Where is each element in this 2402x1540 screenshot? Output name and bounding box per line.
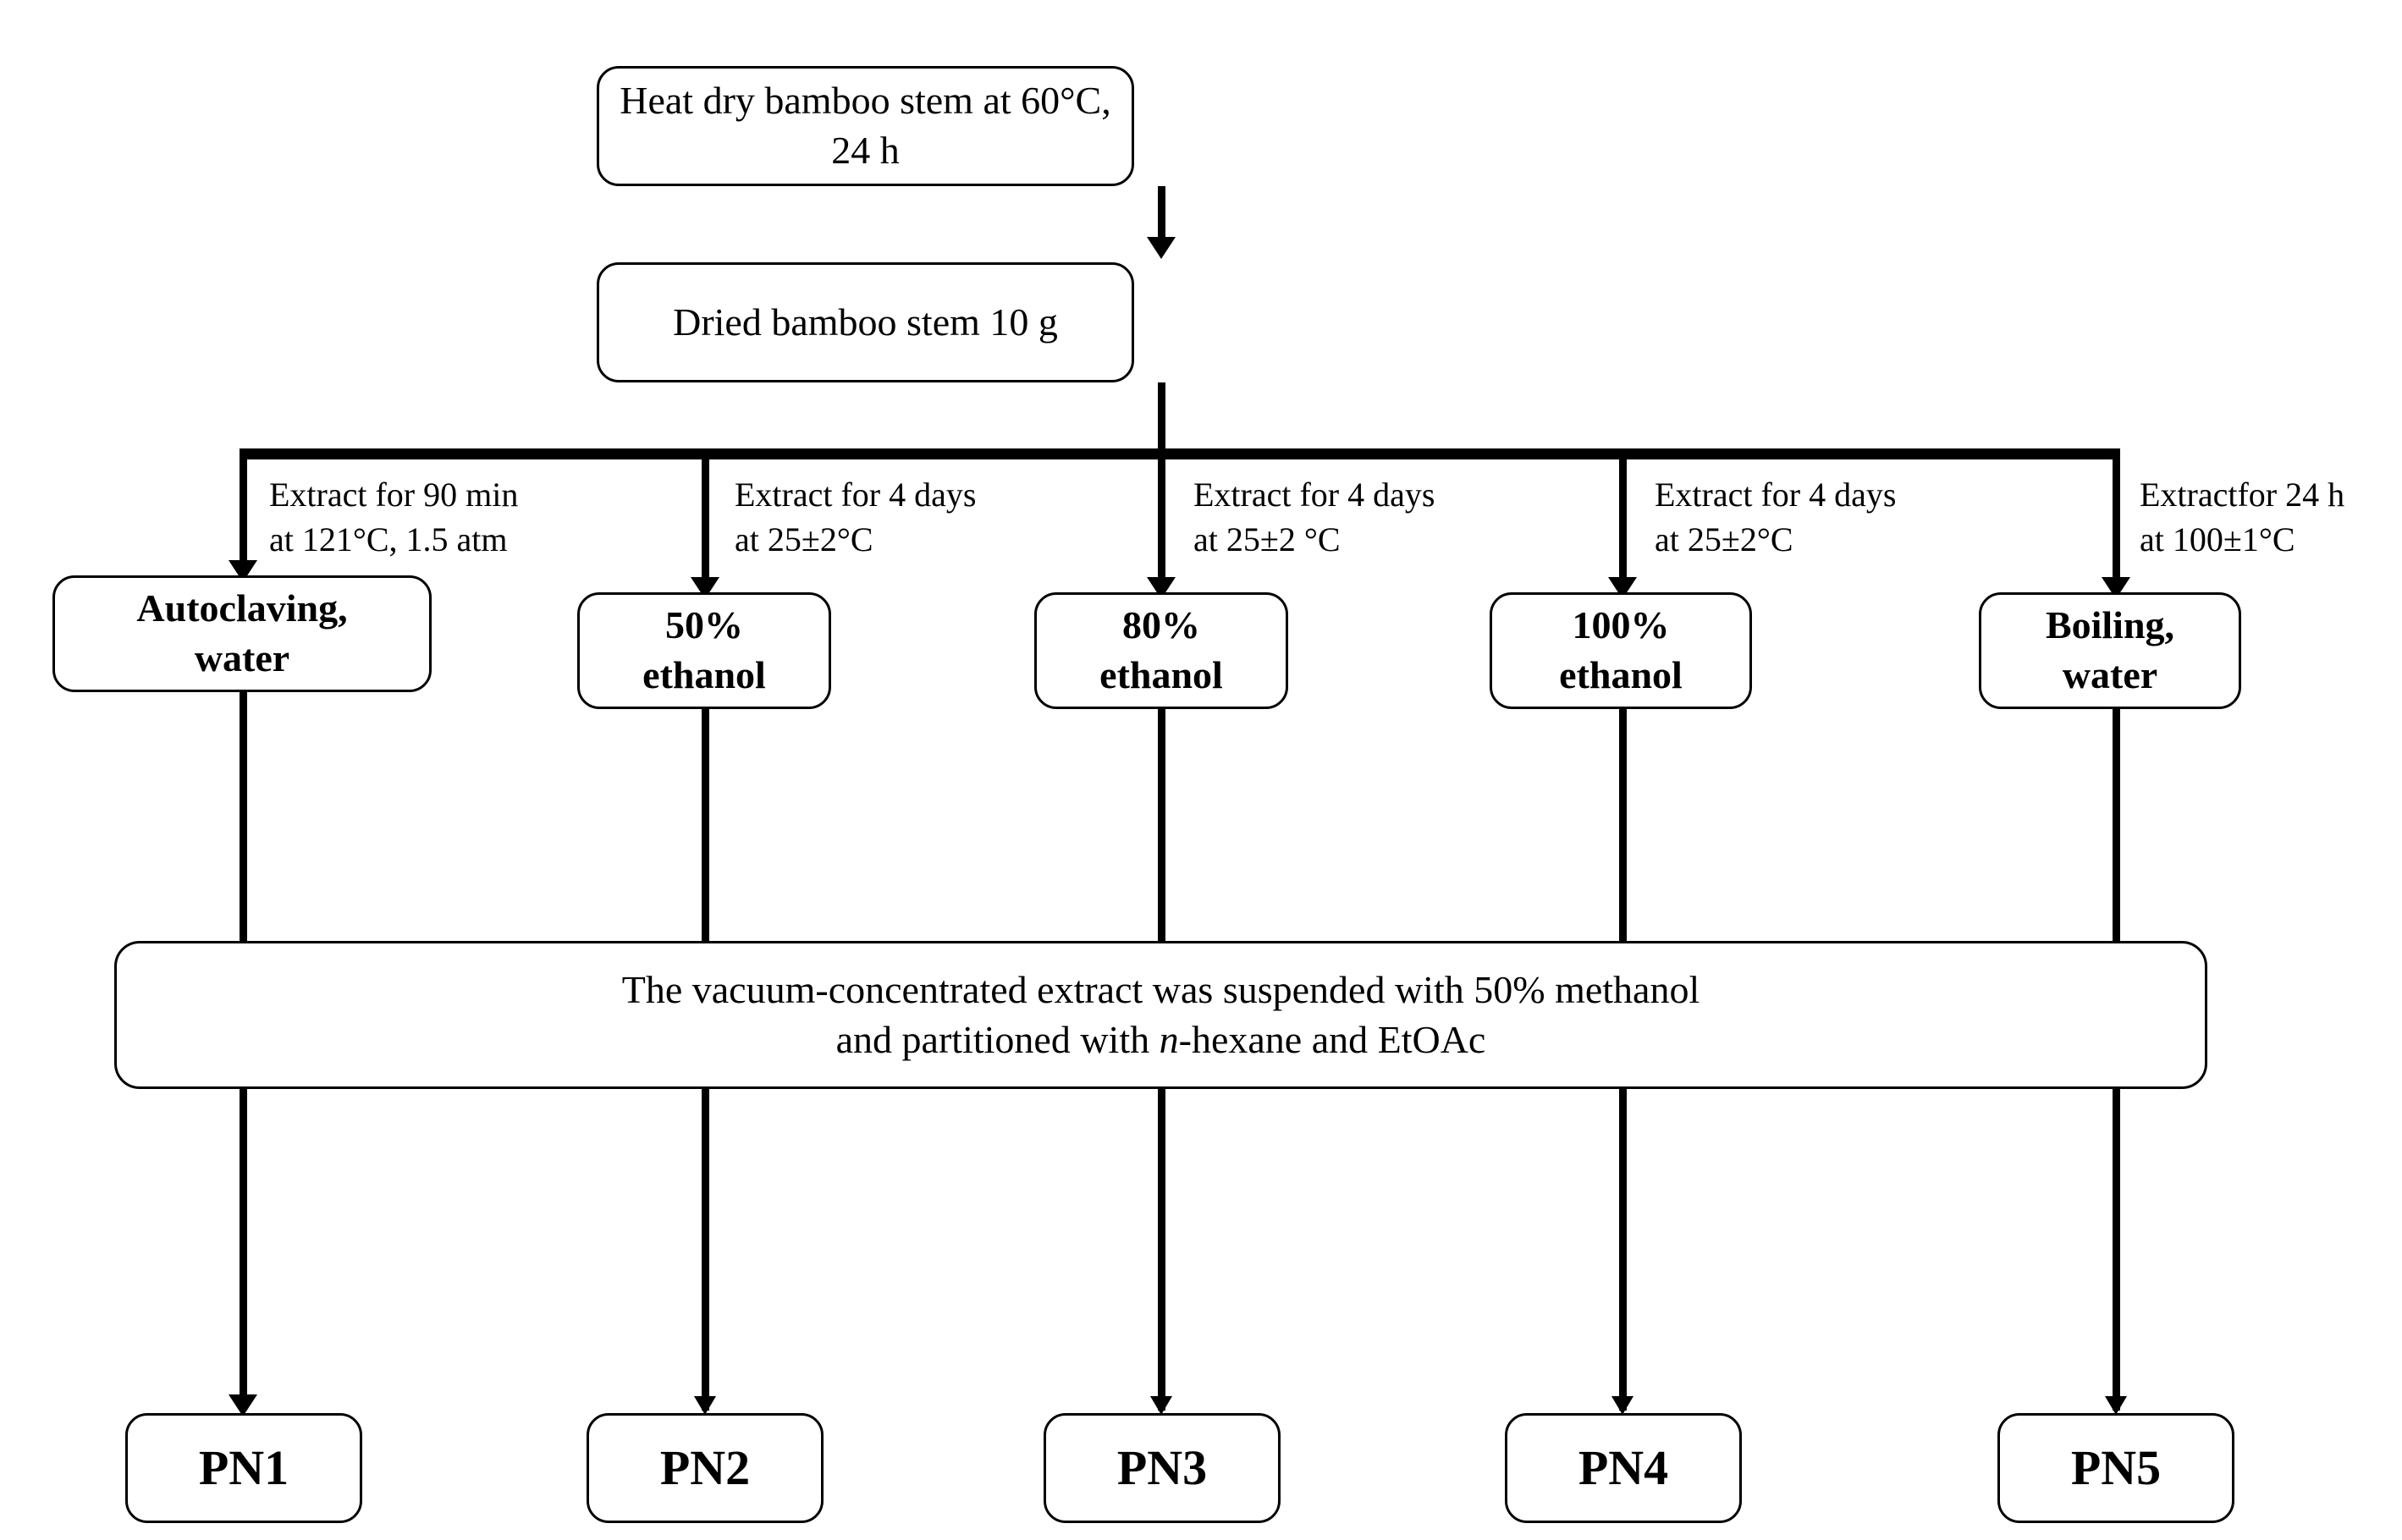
connector-solvent-3-to-partition xyxy=(1158,709,1165,942)
branch-5-dropline xyxy=(2113,455,2120,584)
arrowhead-pn3 xyxy=(1150,1396,1172,1415)
branch-4-condition-line2: at 25±2°C xyxy=(1655,520,1793,559)
node-partition: The vacuum-concentrated extract was susp… xyxy=(114,941,2207,1089)
node-product-pn3-label: PN3 xyxy=(1116,1439,1208,1495)
node-product-pn1-label: PN1 xyxy=(198,1439,289,1495)
node-solvent-2-line2: ethanol xyxy=(642,653,766,696)
node-solvent-3-line2: ethanol xyxy=(1099,653,1223,696)
branch-5-condition-line2: at 100±1°C xyxy=(2140,520,2295,559)
branch-1-condition-line2: at 121°C, 1.5 atm xyxy=(269,520,508,559)
branch-3-dropline xyxy=(1158,455,1165,584)
node-solvent-3-line1: 80% xyxy=(1122,603,1200,647)
branch-4-condition-line1: Extract for 4 days xyxy=(1655,476,1897,514)
connector-partition-to-pn3 xyxy=(1158,1089,1165,1411)
branch-distribution-bus xyxy=(240,448,2120,459)
branch-3-condition-line2: at 25±2 °C xyxy=(1193,520,1341,559)
node-product-pn5: PN5 xyxy=(1997,1413,2234,1523)
node-product-pn4-label: PN4 xyxy=(1578,1439,1669,1495)
branch-3-condition: Extract for 4 days at 25±2 °C xyxy=(1193,472,1549,562)
branch-1-condition: Extract for 90 min at 121°C, 1.5 atm xyxy=(269,472,625,562)
node-solvent-1-line2: water xyxy=(194,636,290,679)
node-solvent-80-ethanol: 80% ethanol xyxy=(1034,592,1288,709)
arrowhead-pn4 xyxy=(1611,1396,1633,1415)
connector-solvent-4-to-partition xyxy=(1619,709,1627,942)
node-partition-label: The vacuum-concentrated extract was susp… xyxy=(117,965,2205,1065)
node-product-pn5-label: PN5 xyxy=(2070,1439,2162,1495)
node-heat-dry: Heat dry bamboo stem at 60°C, 24 h xyxy=(597,66,1134,186)
node-solvent-50-ethanol: 50% ethanol xyxy=(577,592,831,709)
connector-material-to-bus xyxy=(1158,382,1165,455)
node-solvent-4-line2: ethanol xyxy=(1559,653,1683,696)
connector-dry-to-material xyxy=(1158,186,1165,242)
node-solvent-1-line1: Autoclaving, xyxy=(136,586,348,630)
arrowhead-pn1 xyxy=(229,1394,257,1416)
branch-1-condition-line1: Extract for 90 min xyxy=(269,476,519,514)
connector-solvent-1-to-partition xyxy=(240,692,247,942)
branch-4-dropline xyxy=(1619,455,1627,584)
node-partition-line2: and partitioned with n-hexane and EtOAc xyxy=(836,1018,1486,1061)
arrowhead-pn5 xyxy=(2105,1396,2127,1415)
node-partition-line2-post: -hexane and EtOAc xyxy=(1178,1017,1486,1061)
arrowhead-pn2 xyxy=(694,1396,716,1415)
node-solvent-4-line1: 100% xyxy=(1572,603,1670,647)
node-partition-line2-italic: n xyxy=(1159,1017,1179,1061)
node-product-pn2-label: PN2 xyxy=(659,1439,751,1495)
node-solvent-1-label: Autoclaving, water xyxy=(55,584,429,684)
node-partition-line1: The vacuum-concentrated extract was susp… xyxy=(621,967,1700,1011)
node-dried-stem: Dried bamboo stem 10 g xyxy=(597,262,1134,382)
branch-3-condition-line1: Extract for 4 days xyxy=(1193,476,1435,514)
node-solvent-5-line2: water xyxy=(2062,653,2158,696)
branch-2-dropline xyxy=(702,455,709,584)
connector-partition-to-pn1 xyxy=(240,1089,247,1411)
node-solvent-autoclaving-water: Autoclaving, water xyxy=(52,575,432,692)
node-heat-dry-label: Heat dry bamboo stem at 60°C, 24 h xyxy=(620,79,1111,172)
connector-partition-to-pn2 xyxy=(702,1089,709,1411)
node-product-pn1: PN1 xyxy=(125,1413,362,1523)
node-solvent-5-line1: Boiling, xyxy=(2045,603,2175,647)
arrowhead-dry-to-material xyxy=(1147,237,1176,259)
node-solvent-2-label: 50% ethanol xyxy=(580,601,829,701)
branch-2-condition-line2: at 25±2°C xyxy=(735,520,873,559)
connector-partition-to-pn5 xyxy=(2113,1089,2120,1411)
connector-solvent-2-to-partition xyxy=(702,709,709,942)
branch-4-condition: Extract for 4 days at 25±2°C xyxy=(1655,472,2010,562)
branch-2-condition: Extract for 4 days at 25±2°C xyxy=(735,472,1090,562)
branch-2-condition-line1: Extract for 4 days xyxy=(735,476,977,514)
connector-solvent-5-to-partition xyxy=(2113,709,2120,942)
branch-5-condition-line1: Extractfor 24 h xyxy=(2140,476,2345,514)
node-partition-line2-pre: and partitioned with xyxy=(835,1017,1160,1061)
node-solvent-boiling-water: Boiling, water xyxy=(1979,592,2241,709)
node-solvent-5-label: Boiling, water xyxy=(1981,601,2239,701)
node-solvent-3-label: 80% ethanol xyxy=(1037,601,1286,701)
connector-partition-to-pn4 xyxy=(1619,1089,1627,1411)
node-product-pn3: PN3 xyxy=(1044,1413,1281,1523)
node-solvent-2-line1: 50% xyxy=(665,603,743,647)
node-solvent-100-ethanol: 100% ethanol xyxy=(1490,592,1752,709)
branch-5-condition: Extractfor 24 h at 100±1°C xyxy=(2140,472,2402,562)
node-dried-stem-label: Dried bamboo stem 10 g xyxy=(673,300,1058,344)
node-product-pn4: PN4 xyxy=(1505,1413,1742,1523)
node-solvent-4-label: 100% ethanol xyxy=(1492,601,1749,701)
branch-1-dropline xyxy=(240,455,247,567)
node-product-pn2: PN2 xyxy=(587,1413,824,1523)
